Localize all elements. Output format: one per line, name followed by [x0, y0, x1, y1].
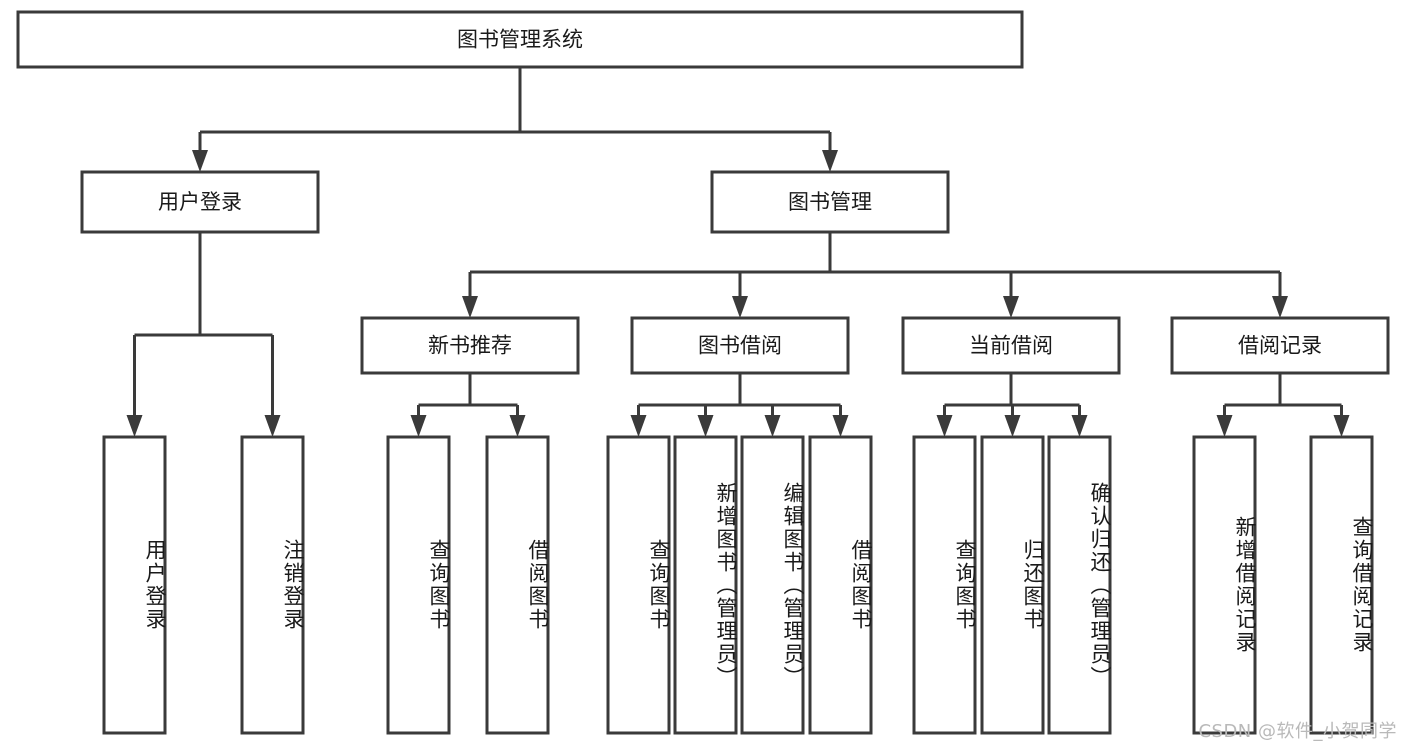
node-box-leaf-borrow-book[interactable]	[808, 435, 873, 735]
node-box-borrow-record[interactable]	[1170, 316, 1390, 375]
arrow-head-icon	[1071, 415, 1088, 437]
node-box-leaf-borrow-book-recommend[interactable]	[485, 435, 550, 735]
arrow-head-icon	[1272, 296, 1288, 318]
connector-conn-current-borrow	[936, 373, 1088, 437]
arrow-head-icon	[822, 150, 838, 172]
arrow-head-icon	[1004, 415, 1021, 437]
node-box-leaf-query-book-current[interactable]	[912, 435, 977, 735]
node-box-book-borrow[interactable]	[630, 316, 850, 375]
node-box-leaf-query-borrow-record[interactable]	[1309, 435, 1374, 735]
node-label-book-borrow: 图书借阅	[698, 334, 782, 358]
node-box-leaf-add-borrow-record[interactable]	[1192, 435, 1257, 735]
csdn-watermark: CSDN @软件_小贺同学	[1198, 721, 1397, 742]
node-box-leaf-return-book[interactable]	[980, 435, 1045, 735]
arrow-head-icon	[264, 415, 281, 437]
node-box-book-management[interactable]	[710, 170, 950, 234]
arrow-head-icon	[1003, 296, 1019, 318]
node-label-borrow-record: 借阅记录	[1238, 334, 1322, 358]
arrow-head-icon	[1216, 415, 1233, 437]
node-box-leaf-edit-book-admin[interactable]	[740, 435, 805, 735]
arrow-head-icon	[697, 415, 714, 437]
node-box-leaf-query-book-borrow[interactable]	[606, 435, 671, 735]
arrow-head-icon	[832, 415, 849, 437]
node-label-book-management: 图书管理	[788, 190, 872, 214]
arrow-head-icon	[630, 415, 647, 437]
connector-conn-new-book-recommend	[410, 373, 526, 437]
arrow-head-icon	[462, 296, 478, 318]
arrow-head-icon	[410, 415, 427, 437]
node-box-leaf-confirm-return-admin[interactable]	[1047, 435, 1112, 735]
connector-conn-book-management	[462, 232, 1288, 318]
arrow-head-icon	[509, 415, 526, 437]
node-box-root-system[interactable]	[16, 10, 1024, 69]
connector-conn-root	[192, 67, 838, 172]
node-box-leaf-add-book-admin[interactable]	[673, 435, 738, 735]
connector-conn-user-login	[126, 232, 281, 437]
node-box-user-login[interactable]	[80, 170, 320, 234]
arrow-head-icon	[192, 150, 208, 172]
node-label-root-system: 图书管理系统	[457, 28, 583, 52]
connector-conn-borrow-record	[1216, 373, 1350, 437]
arrow-head-icon	[126, 415, 143, 437]
node-box-leaf-user-logout[interactable]	[240, 435, 305, 735]
node-box-current-borrow[interactable]	[901, 316, 1121, 375]
arrow-head-icon	[732, 296, 748, 318]
connector-conn-book-borrow	[630, 373, 849, 437]
node-label-new-book-recommend: 新书推荐	[428, 334, 512, 358]
arrow-head-icon	[1333, 415, 1350, 437]
arrow-head-icon	[764, 415, 781, 437]
node-box-leaf-user-login[interactable]	[102, 435, 167, 735]
node-label-user-login: 用户登录	[158, 190, 242, 214]
connector-layer	[126, 67, 1350, 437]
arrow-head-icon	[936, 415, 953, 437]
node-box-leaf-query-book-recommend[interactable]	[386, 435, 451, 735]
node-box-layer	[16, 10, 1390, 735]
node-box-new-book-recommend[interactable]	[360, 316, 580, 375]
node-label-current-borrow: 当前借阅	[969, 334, 1053, 358]
